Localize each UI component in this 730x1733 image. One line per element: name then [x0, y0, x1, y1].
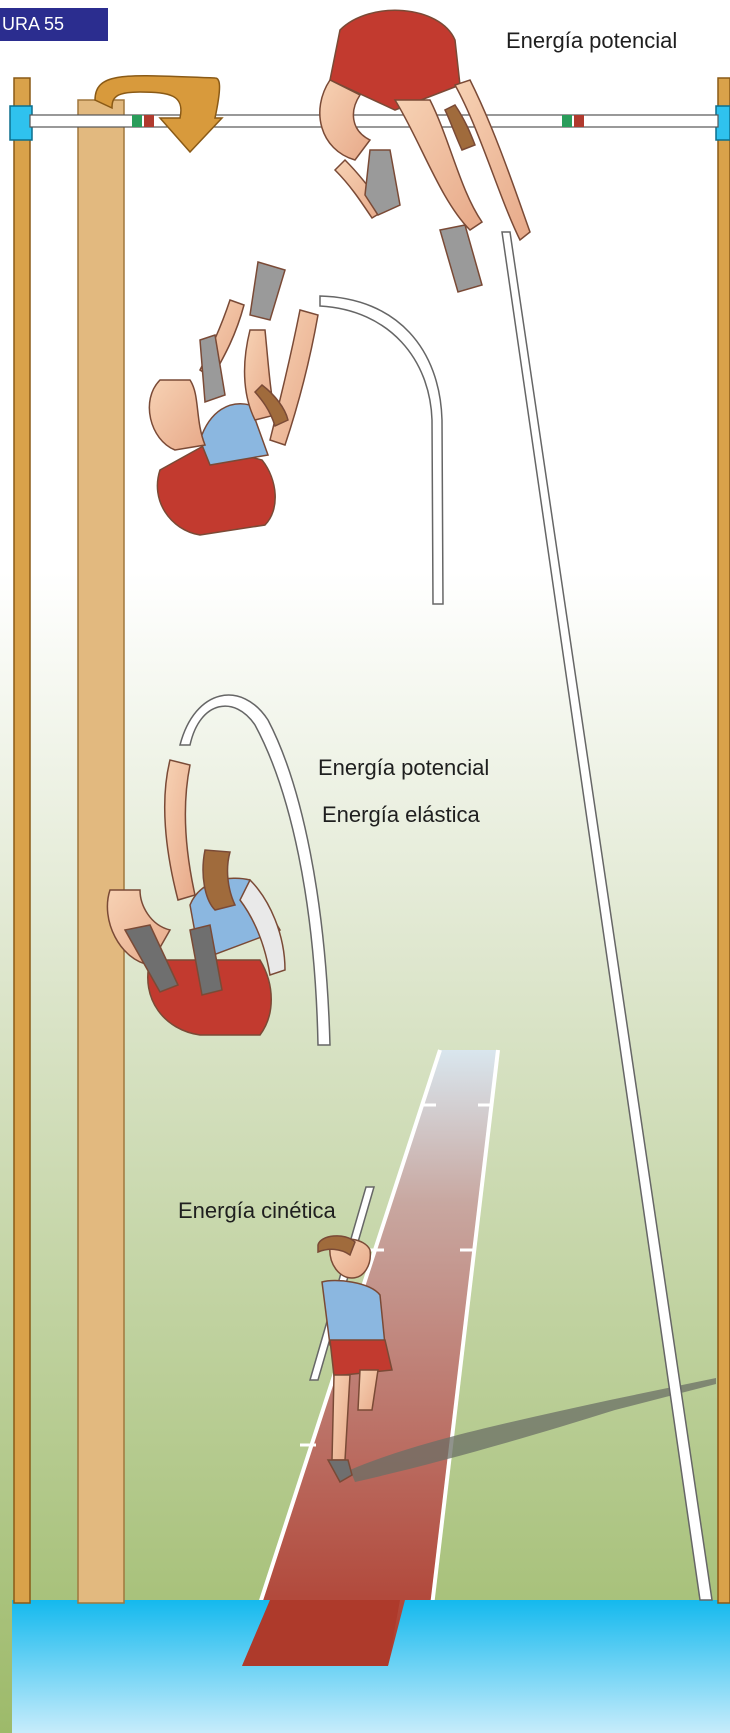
- label-mid-potential-energy: Energía potencial: [318, 755, 489, 781]
- height-beam: [78, 100, 124, 1603]
- figure-number-tag: URA 55: [0, 8, 108, 41]
- left-upright: [14, 78, 30, 1603]
- left-upright-clamp: [10, 106, 32, 140]
- label-kinetic-energy: Energía cinética: [178, 1198, 336, 1224]
- label-elastic-energy: Energía elástica: [322, 802, 480, 828]
- right-upright: [718, 78, 730, 1603]
- label-top-potential-energy: Energía potencial: [506, 28, 677, 54]
